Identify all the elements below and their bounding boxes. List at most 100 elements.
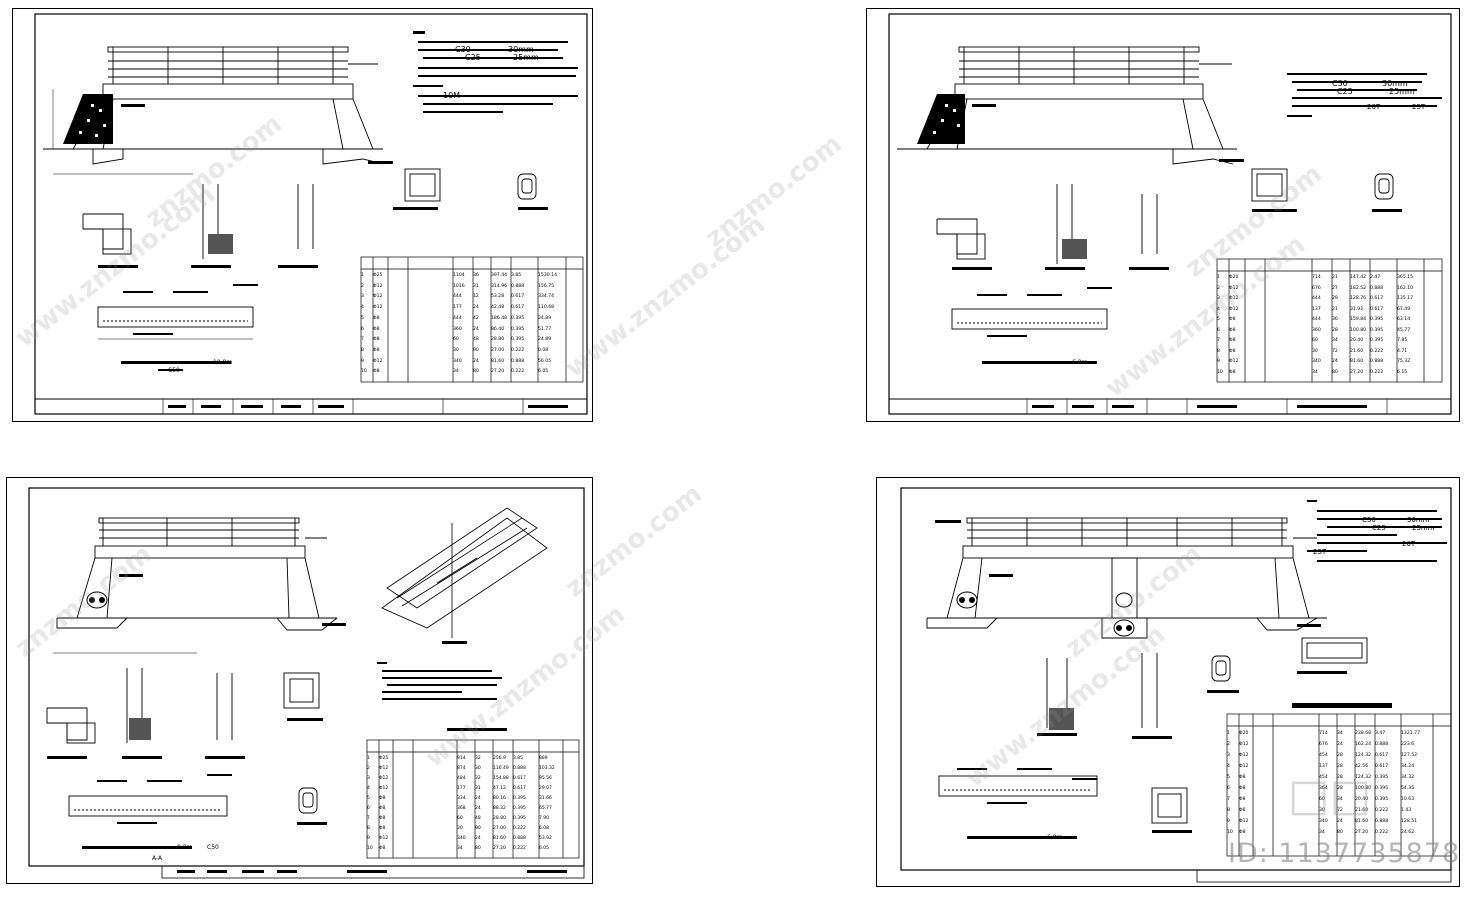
- table-cell: 34.24: [1401, 764, 1415, 769]
- table-cell: 21.60: [1350, 348, 1364, 354]
- table-cell: 60: [1312, 338, 1318, 343]
- table-cell: 3.85: [511, 273, 522, 278]
- table-cell: 135.17: [1397, 296, 1414, 301]
- table-cell: 0.395: [1370, 327, 1384, 333]
- table-cell: 1: [361, 273, 364, 278]
- table-cell: 156.75: [538, 283, 555, 289]
- table-cell: 31: [475, 786, 481, 791]
- sheet-4-note-c25: C25: [1372, 524, 1386, 532]
- table-cell: 21: [1332, 306, 1338, 312]
- sheet-1-note-c25: C25: [465, 53, 481, 62]
- table-cell: 60: [1319, 797, 1325, 802]
- table-cell: [393, 774, 457, 784]
- table-cell: 103.32: [539, 766, 555, 771]
- table-cell: 444: [453, 315, 462, 321]
- table-cell: 0.222: [1370, 348, 1384, 354]
- table-cell: 81.60: [493, 836, 506, 841]
- table-cell: 90: [473, 347, 479, 353]
- table-cell: 0.617: [511, 294, 525, 300]
- table-cell: 28.80: [491, 337, 505, 343]
- table-cell: 60: [453, 337, 459, 343]
- sheet-3-concrete-label: C50: [207, 844, 219, 851]
- table-cell: 3: [1217, 296, 1220, 301]
- watermark: znzmo.com: [700, 129, 848, 254]
- table-cell: 0.617: [511, 305, 525, 311]
- table-cell: [1253, 750, 1319, 761]
- table-cell: [1245, 315, 1312, 326]
- table-cell: 124.32: [1355, 753, 1372, 758]
- table-cell: Φ8: [1229, 317, 1236, 322]
- table-cell: 186.48: [491, 315, 508, 321]
- table-cell: 0.617: [1370, 306, 1384, 312]
- table-cell: Φ8: [373, 315, 380, 321]
- table-cell: 27.20: [491, 369, 505, 375]
- table-cell: 2.47: [1370, 275, 1381, 280]
- table-cell: 397.44: [491, 273, 508, 278]
- table-cell: 360: [453, 326, 462, 332]
- table-cell: 30: [453, 347, 459, 353]
- sheet-2-drawing: [888, 13, 1452, 415]
- table-cell: 1321.77: [1401, 731, 1420, 736]
- table-cell: 444: [1312, 317, 1321, 322]
- table-cell: 21.60: [1355, 808, 1369, 813]
- table-cell: Φ8: [373, 337, 380, 343]
- table-cell: 32: [475, 776, 481, 781]
- sheet-4-note-20t: 20T: [1402, 540, 1416, 548]
- table-cell: 28: [1337, 786, 1343, 791]
- table-cell: 3: [1227, 753, 1230, 758]
- table-cell: 2: [367, 766, 370, 771]
- table-cell: 34: [1337, 731, 1343, 736]
- sheet-1-span-label: 10.0m: [213, 359, 233, 366]
- table-cell: 24: [473, 305, 479, 311]
- table-cell: 127.52: [1401, 753, 1418, 758]
- table-cell: Φ12: [1229, 306, 1239, 312]
- table-cell: Φ8: [1239, 775, 1246, 780]
- table-cell: 80: [1337, 830, 1343, 835]
- table-cell: 36: [473, 273, 479, 278]
- table-cell: 24: [475, 806, 481, 811]
- table-cell: [1245, 305, 1312, 316]
- table-cell: 0.395: [1375, 775, 1389, 780]
- table-cell: 0.222: [1375, 830, 1389, 835]
- sheet-1-note-c30: C30: [455, 45, 471, 54]
- table-cell: 42.48: [491, 305, 505, 311]
- table-cell: 7: [1227, 797, 1230, 802]
- table-cell: 223.6: [1401, 742, 1415, 747]
- table-cell: 80: [1332, 369, 1338, 375]
- table-cell: 7: [367, 816, 370, 821]
- table-cell: [1253, 739, 1319, 750]
- table-cell: [388, 357, 453, 368]
- table-cell: [388, 335, 453, 346]
- table-cell: 47.12: [493, 786, 506, 791]
- table-cell: 32: [475, 756, 481, 761]
- table-cell: 4: [1227, 764, 1230, 769]
- table-cell: 4: [367, 786, 370, 791]
- table-cell: Φ12: [1239, 753, 1249, 758]
- sheet-2-note-25t: 25T: [1412, 103, 1426, 111]
- table-cell: 2: [1227, 742, 1230, 747]
- table-cell: 12: [473, 294, 479, 300]
- table-cell: 124.32: [1355, 775, 1372, 780]
- sheet-1-note-25mm: 25mm: [513, 53, 539, 62]
- table-cell: 3: [361, 294, 364, 300]
- table-cell: 3: [367, 776, 370, 781]
- table-cell: 7.90: [539, 816, 550, 821]
- sheet-3-span-label: 8.0m: [177, 844, 193, 851]
- table-cell: [1245, 368, 1312, 379]
- table-cell: 0.888: [1370, 285, 1384, 291]
